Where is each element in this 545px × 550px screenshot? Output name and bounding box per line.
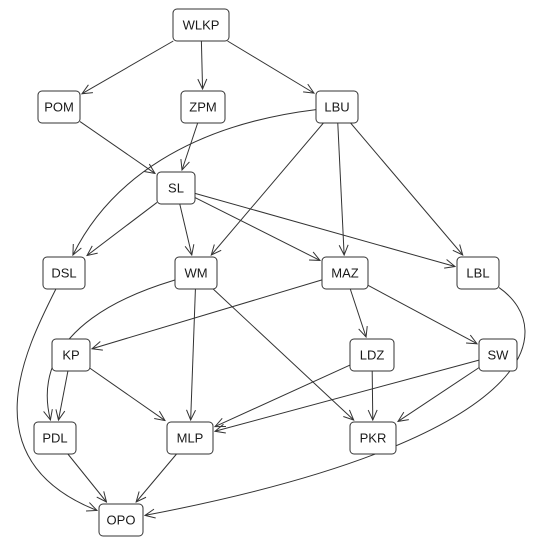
node-box (172, 8, 230, 42)
edge-ldz-to-pkr (372, 370, 373, 420)
edge-sl-to-maz (194, 197, 320, 261)
edge-pom-to-sl (79, 121, 155, 174)
node-label: WM (184, 266, 207, 281)
node-label: SW (488, 348, 510, 363)
node-lbu: LBU (315, 90, 359, 124)
edge-wm-to-pdl (47, 279, 176, 420)
node-maz: MAZ (321, 256, 369, 290)
nodes-layer: WLKP POM ZPM LBU SL DSL WM MAZ LBL KP LDZ SW PDL MLP P… (33, 8, 518, 537)
node-pkr: PKR (349, 421, 397, 455)
edge-kp-to-mlp (89, 367, 165, 420)
node-box (321, 256, 369, 290)
edge-ldz-to-mlp (215, 364, 351, 427)
node-mlp: MLP (166, 421, 214, 455)
edge-lbu-to-lbl (350, 122, 463, 255)
edge-pdl-to-opo (67, 453, 107, 502)
node-box (349, 338, 395, 372)
node-box (349, 421, 397, 455)
node-box (51, 338, 91, 372)
edge-sw-to-pkr (398, 367, 480, 422)
node-label: ZPM (189, 100, 216, 115)
node-box (166, 421, 214, 455)
node-wm: WM (174, 256, 218, 290)
node-box (156, 171, 196, 205)
edge-lbl-to-opo (145, 287, 526, 516)
node-wlkp: WLKP (172, 8, 230, 42)
node-zpm: ZPM (180, 90, 226, 124)
node-box (315, 90, 359, 124)
edge-lbu-to-dsl (73, 109, 317, 255)
node-label: LDZ (360, 348, 385, 363)
edge-kp-to-pdl (58, 370, 69, 420)
edge-lbu-to-maz (337, 122, 344, 255)
node-lbl: LBL (456, 256, 500, 290)
node-label: KP (62, 348, 79, 363)
edge-lbu-to-wm (211, 122, 324, 255)
edge-wlkp-to-zpm (201, 40, 202, 89)
node-label: MLP (177, 431, 204, 446)
edge-maz-to-kp (92, 279, 323, 349)
node-box (174, 256, 218, 290)
node-sl: SL (156, 171, 196, 205)
node-label: OPO (107, 513, 136, 528)
node-label: MAZ (331, 266, 359, 281)
node-ldz: LDZ (349, 338, 395, 372)
edge-maz-to-ldz (349, 288, 366, 337)
edge-dsl-to-opo (16, 288, 97, 510)
edge-mlp-to-opo (136, 453, 177, 502)
edge-wlkp-to-pom (82, 40, 174, 94)
node-box (180, 90, 226, 124)
node-label: DSL (51, 266, 76, 281)
node-label: PKR (360, 431, 387, 446)
edge-zpm-to-sl (182, 122, 199, 170)
edge-wm-to-mlp (191, 288, 196, 420)
node-box (42, 256, 86, 290)
node-box (478, 338, 518, 372)
node-pom: POM (37, 90, 81, 124)
node-dsl: DSL (42, 256, 86, 290)
edge-sl-to-lbl (194, 192, 455, 266)
node-kp: KP (51, 338, 91, 372)
node-box (37, 90, 81, 124)
edge-sl-to-wm (179, 203, 192, 255)
node-box (33, 421, 77, 455)
node-box (98, 503, 144, 537)
node-box (456, 256, 500, 290)
node-pdl: PDL (33, 421, 77, 455)
edge-maz-to-sw (367, 284, 477, 343)
edge-sl-to-dsl (87, 202, 158, 255)
node-label: LBL (466, 266, 489, 281)
node-opo: OPO (98, 503, 144, 537)
edge-wlkp-to-lbu (227, 40, 314, 93)
node-sw: SW (478, 338, 518, 372)
node-label: PDL (42, 431, 67, 446)
edge-wm-to-pkr (212, 288, 354, 420)
edge-sw-to-mlp (215, 359, 480, 431)
edges-layer (16, 40, 526, 516)
node-label: POM (44, 100, 74, 115)
node-label: SL (168, 181, 184, 196)
node-label: LBU (324, 100, 349, 115)
node-label: WLKP (183, 18, 220, 33)
